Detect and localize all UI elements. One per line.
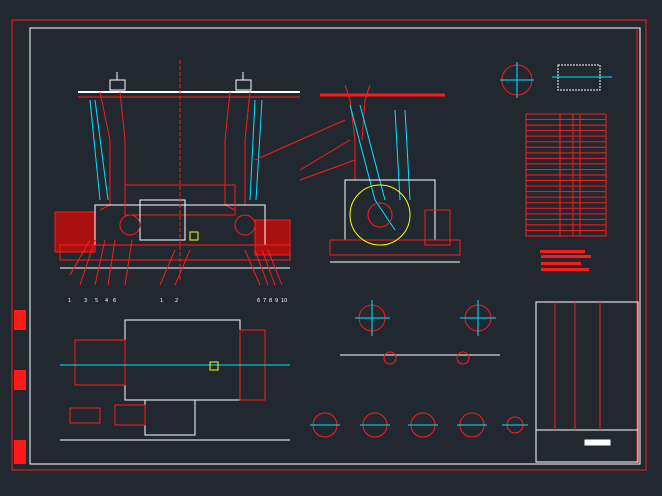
callout: 8 <box>269 298 272 304</box>
callout: 2 <box>175 298 178 304</box>
callout: 10 <box>281 298 287 304</box>
notes-block <box>540 250 591 271</box>
callout: 3 <box>84 298 87 304</box>
callout: 7 <box>263 298 266 304</box>
front-view <box>54 60 300 286</box>
callout: 1 <box>68 298 71 304</box>
front-view-callouts: 1 3 5 4 6 1 2 6 7 8 9 10 <box>68 298 287 304</box>
side-view <box>254 84 461 263</box>
flange-details <box>310 62 612 438</box>
callout: 5 <box>95 298 98 304</box>
callout: 9 <box>275 298 278 304</box>
plan-view <box>60 319 290 441</box>
parts-table <box>525 113 607 237</box>
callout: 6 <box>257 298 260 304</box>
inner-border <box>29 27 641 465</box>
callout: 6 <box>113 298 116 304</box>
callout: 1 <box>160 298 163 304</box>
title-block <box>535 301 639 463</box>
outer-border <box>11 19 647 471</box>
callout: 4 <box>105 298 108 304</box>
left-margin-marks <box>14 310 26 464</box>
